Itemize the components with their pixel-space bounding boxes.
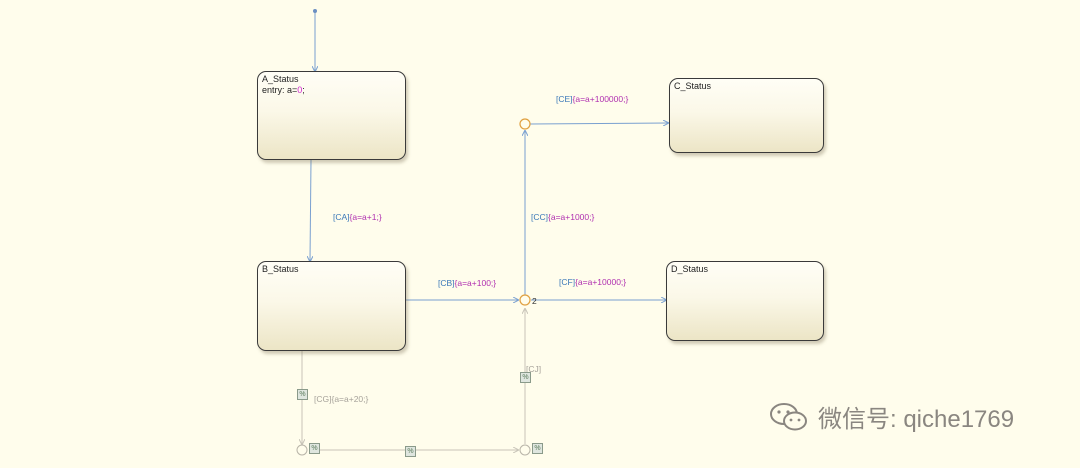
transition-ce[interactable]: [529, 123, 668, 124]
coverage-badge-icon: %: [405, 446, 416, 457]
transition-ca[interactable]: [310, 159, 311, 261]
junction-bottom-left[interactable]: [296, 444, 308, 456]
label-cf[interactable]: [CF]{a=a+10000;}: [559, 277, 627, 287]
label-cc[interactable]: [CC]{a=a+1000;}: [531, 212, 595, 222]
watermark: 微信号: qiche1769: [768, 399, 1014, 434]
state-b[interactable]: B_Status: [257, 261, 406, 351]
label-cg[interactable]: [CG]{a=a+20;}: [314, 394, 369, 404]
state-d[interactable]: D_Status: [666, 261, 824, 341]
coverage-badge-icon: %: [520, 372, 531, 383]
junction-bottom-right[interactable]: [519, 444, 531, 456]
coverage-badge-icon: %: [532, 443, 543, 454]
label-cj[interactable]: [CJ]: [526, 364, 542, 374]
junction-middle[interactable]: [519, 294, 531, 306]
junction-order-number: 2: [532, 296, 537, 306]
state-c-name: C_Status: [674, 81, 712, 91]
state-a-name: A_Status: [262, 74, 299, 84]
coverage-badge-icon: %: [309, 443, 320, 454]
default-transition-source: [313, 9, 317, 13]
wechat-icon: [770, 402, 807, 430]
coverage-badge-icon: %: [297, 389, 308, 400]
state-d-name: D_Status: [671, 264, 709, 274]
state-a-entry: entry: a=0;: [262, 85, 305, 95]
label-cb[interactable]: [CB]{a=a+100;}: [438, 278, 497, 288]
label-ca[interactable]: [CA]{a=a+1;}: [333, 212, 382, 222]
junction-top[interactable]: [519, 118, 531, 130]
label-ce[interactable]: [CE]{a=a+100000;}: [556, 94, 629, 104]
watermark-text: 微信号: qiche1769: [818, 406, 1015, 433]
state-a[interactable]: A_Status entry: a=0;: [257, 71, 406, 160]
state-c[interactable]: C_Status: [669, 78, 824, 153]
state-b-name: B_Status: [262, 264, 299, 274]
